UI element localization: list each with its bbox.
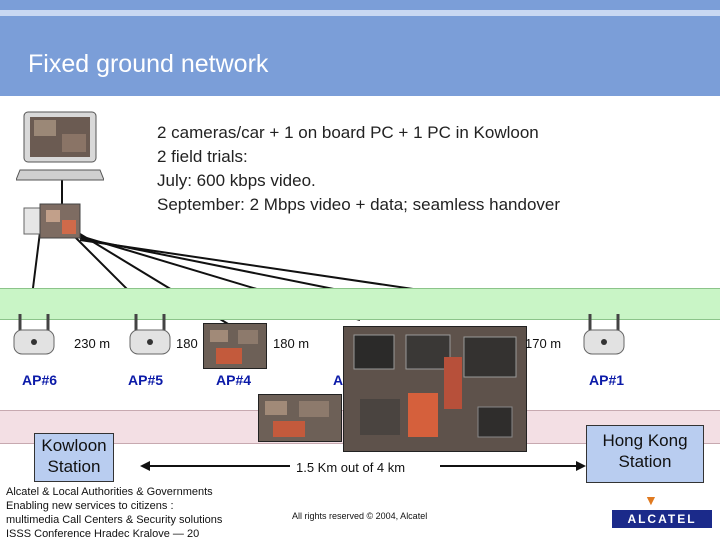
- ap-label: AP#6: [22, 372, 58, 388]
- span-arrow: [140, 461, 586, 471]
- train-photo: [203, 323, 267, 369]
- bullet-item: 2 cameras/car + 1 on board PC + 1 PC in …: [157, 123, 539, 142]
- ap-label: AP#4: [216, 372, 252, 388]
- bullet-item: September: 2 Mbps video + data; seamless…: [157, 195, 561, 214]
- ap-label: AP#1: [589, 372, 625, 388]
- access-point-icon: [582, 312, 626, 356]
- bullet-item: 2 field trials:: [157, 147, 248, 166]
- train-photo: [258, 394, 342, 442]
- track-band-top: [0, 288, 720, 320]
- slide-title: Fixed ground network: [28, 50, 269, 78]
- bullet-item: July: 600 kbps video.: [157, 171, 316, 190]
- header-stripe: [0, 10, 720, 16]
- footer-left: Alcatel & Local Authorities & Government…: [6, 485, 222, 541]
- distance-label: 180 m: [273, 336, 310, 351]
- footer-line: Enabling new services to citizens :: [6, 500, 174, 512]
- footer-line: multimedia Call Centers & Security solut…: [6, 514, 223, 526]
- footer-copyright: All rights reserved © 2004, Alcatel: [292, 511, 428, 521]
- computer-icon: [15, 110, 105, 182]
- ap-label: A: [333, 372, 344, 388]
- ap-label: AP#5: [128, 372, 164, 388]
- station-label: Kowloon Station: [41, 436, 107, 476]
- header-bar: [0, 0, 720, 96]
- access-point-icon: [128, 312, 172, 356]
- access-point-icon: [12, 312, 56, 356]
- distance-label: 230 m: [74, 336, 111, 351]
- logo-triangle-icon: ▼: [644, 492, 658, 508]
- footer-line: Alcatel & Local Authorities & Government…: [6, 486, 213, 498]
- distance-label: 180: [176, 336, 198, 351]
- distance-label: 170 m: [525, 336, 562, 351]
- footer-line: ISSS Conference Hradec Kralove — 20: [6, 528, 200, 540]
- bullet-list: 2 cameras/car + 1 on board PC + 1 PC in …: [157, 121, 560, 217]
- station-box-left: Kowloon Station: [34, 433, 114, 482]
- station-box-right: Hong Kong Station: [586, 425, 704, 483]
- station-label: Hong Kong Station: [602, 431, 688, 471]
- span-label: 1.5 Km out of 4 km: [296, 460, 406, 475]
- camera-icon: [22, 202, 82, 240]
- train-photo: [343, 326, 527, 452]
- alcatel-logo: ALCATEL: [612, 510, 712, 528]
